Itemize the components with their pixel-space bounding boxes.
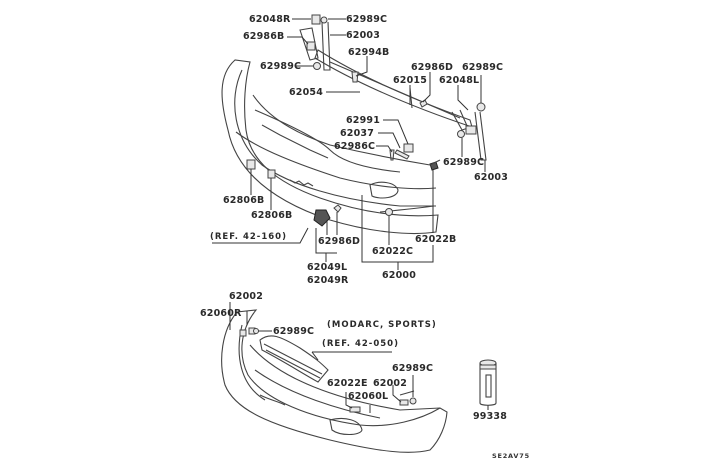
- label-62060R: 62060R: [200, 308, 242, 319]
- label-62049L: 62049L: [307, 262, 348, 273]
- label-99338: 99338: [473, 411, 508, 422]
- label-62060L: 62060L: [348, 391, 389, 402]
- bracket-62003-left: [321, 21, 331, 71]
- label-62002: 62002: [229, 291, 264, 302]
- label-62048L: 62048L: [439, 75, 480, 86]
- label-62037: 62037: [340, 128, 375, 139]
- label-62003: 62003: [474, 172, 509, 183]
- variant-note-modarc-sports: (MODARC, SPORTS): [327, 320, 437, 330]
- label-62989C: 62989C: [462, 62, 504, 73]
- label-62989C: 62989C: [392, 363, 434, 374]
- label-62806B: 62806B: [251, 210, 293, 221]
- grille-42-050: [259, 335, 329, 383]
- reference-note-42-160: (REF. 42-160): [210, 232, 287, 242]
- label-62054: 62054: [289, 87, 324, 98]
- label-62994B: 62994B: [348, 47, 390, 58]
- label-62015: 62015: [393, 75, 428, 86]
- label-62989C: 62989C: [260, 61, 302, 72]
- label-62022B: 62022B: [415, 234, 457, 245]
- fasteners-lower: [239, 327, 417, 413]
- label-62986D: 62986D: [411, 62, 454, 73]
- label-62806B: 62806B: [223, 195, 265, 206]
- label-62989C: 62989C: [346, 14, 388, 25]
- label-62989C: 62989C: [273, 326, 315, 337]
- label-62000: 62000: [382, 270, 417, 281]
- reference-note-42-050: (REF. 42-050): [322, 339, 399, 349]
- figure-code: SE2AV75: [492, 452, 530, 460]
- label-62002: 62002: [373, 378, 408, 389]
- label-62049R: 62049R: [307, 275, 349, 286]
- label-62048R: 62048R: [249, 14, 291, 25]
- leader-lines: [212, 18, 489, 413]
- label-62003: 62003: [346, 30, 381, 41]
- label-62989C: 62989C: [443, 157, 485, 168]
- label-62022E: 62022E: [327, 378, 368, 389]
- label-62986D: 62986D: [318, 236, 361, 247]
- label-62986B: 62986B: [243, 31, 285, 42]
- label-62986C: 62986C: [334, 141, 376, 152]
- fasteners-upper: [306, 14, 486, 171]
- bumper-cover-lower: [221, 309, 448, 453]
- bracket-62003-right: [474, 111, 487, 161]
- touch-up-paint-99338: [479, 359, 497, 406]
- label-62991: 62991: [346, 115, 381, 126]
- label-62022C: 62022C: [372, 246, 414, 257]
